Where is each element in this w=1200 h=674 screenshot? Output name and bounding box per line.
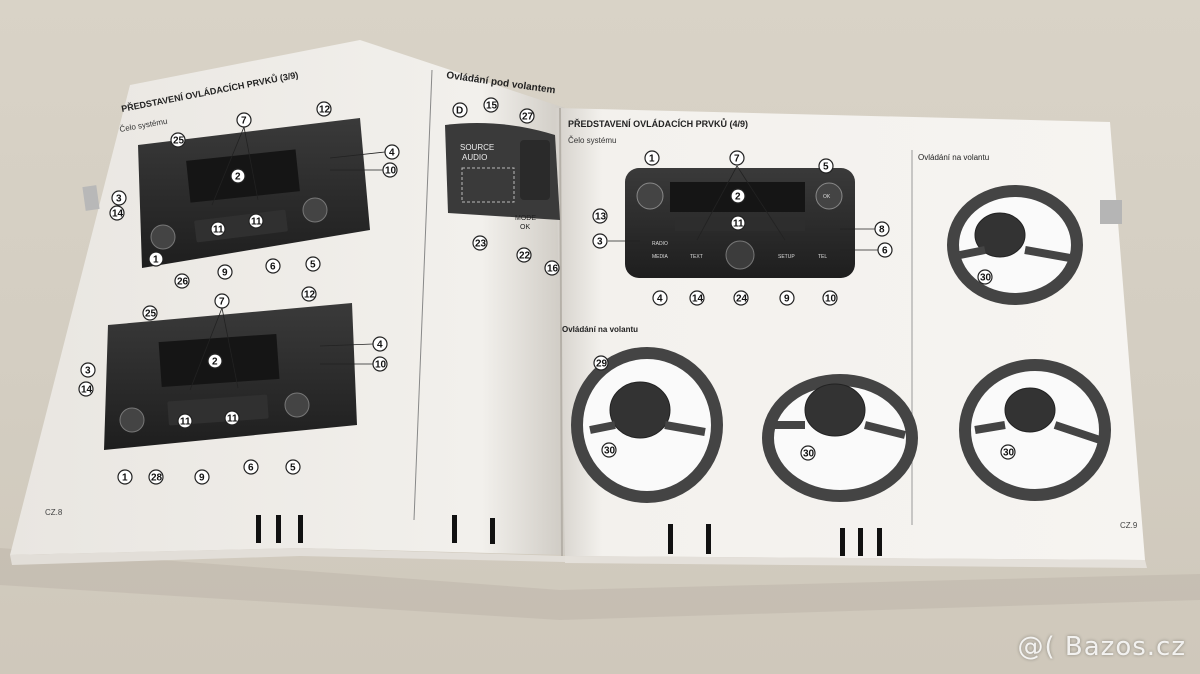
callout: 10 xyxy=(825,294,837,305)
callout: 4 xyxy=(657,294,663,305)
callout: 2 xyxy=(735,192,741,203)
callout: 9 xyxy=(784,294,790,305)
callout: 14 xyxy=(81,385,93,396)
radio-label-tel: TEL xyxy=(818,254,827,260)
callout: 14 xyxy=(692,294,704,305)
callout: 11 xyxy=(213,225,224,236)
callout: 26 xyxy=(177,277,189,288)
callout: 1 xyxy=(122,473,128,484)
callout: 25 xyxy=(145,309,157,320)
callout: 11 xyxy=(227,414,238,425)
left-callouts-top: 25 12 7 4 10 3 14 1 26 9 6 5 2 11 11 xyxy=(109,101,400,289)
left-callouts-bottom: 25 12 7 4 10 3 14 1 28 9 6 5 2 11 11 xyxy=(78,286,388,485)
callout: 3 xyxy=(597,237,603,248)
callout: 30 xyxy=(803,449,815,460)
callout: 9 xyxy=(222,268,228,279)
callout: 29 xyxy=(596,359,608,370)
callout: 2 xyxy=(212,357,218,368)
callout: 11 xyxy=(180,417,191,428)
wheel-1 xyxy=(571,347,723,503)
right-side-title: Ovládání na volantu xyxy=(918,153,989,162)
callout: 15 xyxy=(486,101,498,112)
callout: 1 xyxy=(153,255,159,266)
callout: 22 xyxy=(519,251,531,262)
wheel-callouts: 29 30 30 30 30 xyxy=(593,269,1016,461)
callout: 7 xyxy=(241,116,247,127)
callout: D xyxy=(456,106,463,117)
stalk-label-source: SOURCE xyxy=(460,143,494,152)
right-subtitle: Čelo systému xyxy=(568,136,616,145)
callout: 8 xyxy=(879,225,885,236)
callout: 24 xyxy=(736,294,748,305)
stalk-label-mode: MODE xyxy=(515,215,536,222)
callout: 23 xyxy=(475,239,487,250)
bazos-watermark: @( Bazos.cz xyxy=(1017,632,1186,662)
radio-label-ok: OK xyxy=(823,194,831,200)
callout: 2 xyxy=(235,172,241,183)
callout: 30 xyxy=(980,273,992,284)
right-bottom-title: Ovládání na volantu xyxy=(562,325,638,334)
callout: 27 xyxy=(522,112,534,123)
callout: 30 xyxy=(1003,448,1015,459)
callout: 3 xyxy=(85,366,91,377)
radio-label-text: TEXT xyxy=(690,254,703,260)
callout: 13 xyxy=(595,212,607,223)
callout: 25 xyxy=(173,136,185,147)
callout: 4 xyxy=(389,148,395,159)
callout: 5 xyxy=(290,463,296,474)
radio-label-media: MEDIA xyxy=(652,254,669,260)
callout: 1 xyxy=(649,154,655,165)
radio-bottom-left xyxy=(104,303,357,450)
radio-label-radio: RADIO xyxy=(652,241,668,247)
right-page-number: CZ.9 xyxy=(1120,521,1138,530)
stalk-diagram: SOURCE AUDIO MODE OK xyxy=(445,122,560,231)
radio-callouts: 1 7 5 2 11 13 8 3 6 4 14 24 9 10 xyxy=(592,150,893,306)
callout: 5 xyxy=(310,260,316,271)
radio-label-setup: SETUP xyxy=(778,254,795,260)
callout: 30 xyxy=(604,446,616,457)
callout: 10 xyxy=(375,360,387,371)
stalk-label-ok: OK xyxy=(520,224,530,231)
callout: 9 xyxy=(199,473,205,484)
wheel-3 xyxy=(947,185,1083,305)
callout: 28 xyxy=(151,473,163,484)
callout: 6 xyxy=(882,246,888,257)
callout: 14 xyxy=(112,209,124,220)
callout: 4 xyxy=(377,340,383,351)
callout: 7 xyxy=(734,154,740,165)
stalk-label-audio: AUDIO xyxy=(462,153,487,162)
callout: 11 xyxy=(733,219,744,230)
callout: 11 xyxy=(251,217,262,228)
left-page-number: CZ.8 xyxy=(45,508,63,517)
callout: 6 xyxy=(270,262,276,273)
callout: 5 xyxy=(823,162,829,173)
wheel-4 xyxy=(959,359,1111,501)
callout: 16 xyxy=(547,264,559,275)
callout: 12 xyxy=(319,105,331,116)
callout: 12 xyxy=(304,290,316,301)
left-page xyxy=(10,40,565,555)
right-title: PŘEDSTAVENÍ OVLÁDACÍCH PRVKŮ (4/9) xyxy=(568,118,748,129)
steering-wheels xyxy=(571,185,1111,503)
callout: 7 xyxy=(219,297,225,308)
callout: 10 xyxy=(385,166,397,177)
callout: 6 xyxy=(248,463,254,474)
callout: 3 xyxy=(116,194,122,205)
wheel-2 xyxy=(762,374,918,502)
stalk-callouts: D 15 27 23 22 16 xyxy=(452,97,560,276)
